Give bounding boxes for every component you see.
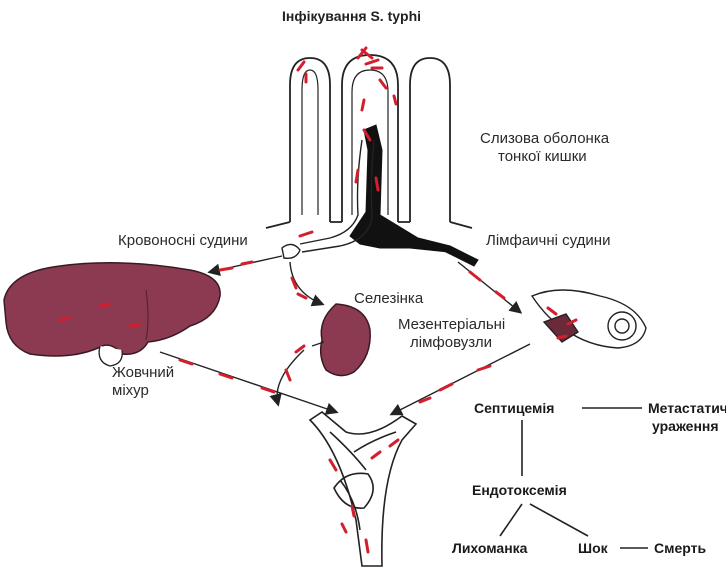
outcome-flow-lines — [500, 408, 648, 548]
spleen-label: Селезінка — [354, 290, 423, 307]
diagram-title: Інфікування S. typhi — [282, 8, 421, 24]
gallbladder-label-line2: міхур — [112, 382, 149, 399]
mucosa-label-line2: тонкої кишки — [498, 148, 587, 165]
mesenteric-node-illustration — [532, 290, 646, 348]
metastatic-label-line1: Метастатичні — [648, 400, 726, 416]
spleen-illustration — [312, 304, 370, 376]
metastatic-label-line2: ураження — [652, 418, 719, 434]
septicemia-label: Септицемія — [474, 400, 554, 416]
death-label: Смерть — [654, 540, 706, 556]
systemic-circulation-illustration — [310, 412, 416, 566]
blood-vessels-label: Кровоносні судини — [118, 232, 248, 249]
mesenteric-label-line2: лімфовузли — [410, 334, 492, 351]
lymph-vessels — [350, 125, 478, 266]
mucosa-label-line1: Слизова оболонка — [480, 130, 609, 147]
gallbladder-label-line1: Жовчний — [112, 364, 174, 381]
fever-label: Лихоманка — [452, 540, 527, 556]
lymph-vessels-label: Лімфаичні судини — [486, 232, 610, 249]
liver-illustration — [4, 263, 220, 366]
endotoxemia-label: Ендотоксемія — [472, 482, 567, 498]
mesenteric-label-line1: Мезентеріальні — [398, 316, 505, 333]
shock-label: Шок — [578, 540, 608, 556]
